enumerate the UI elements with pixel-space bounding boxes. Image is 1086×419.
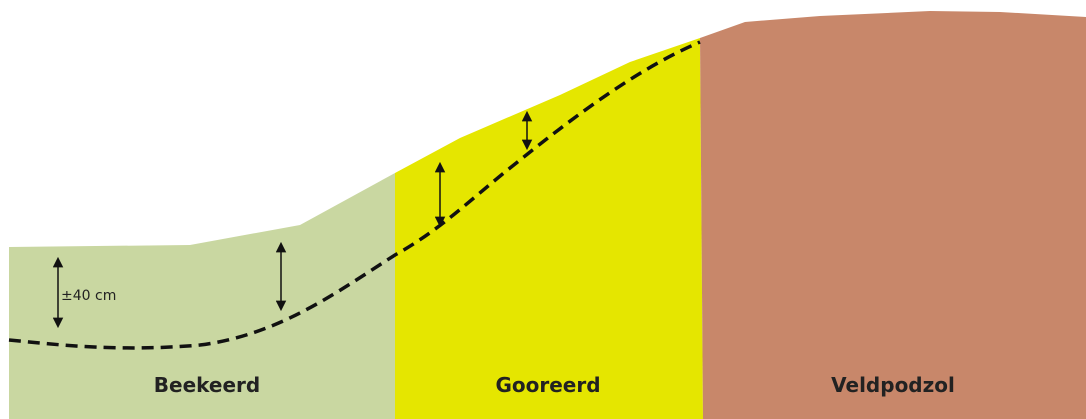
gooreerd-zone: [395, 38, 703, 419]
veldpodzol-label: Veldpodzol: [831, 373, 955, 397]
beekeerd-label: Beekeerd: [154, 373, 260, 397]
dashed-boundary-line: [8, 40, 701, 350]
veldpodzol-zone: [700, 11, 1086, 419]
beekeerd-zone: [9, 173, 395, 419]
gooreerd-label: Gooreerd: [495, 373, 600, 397]
depth-measurement-label: ±40 cm: [61, 288, 116, 304]
